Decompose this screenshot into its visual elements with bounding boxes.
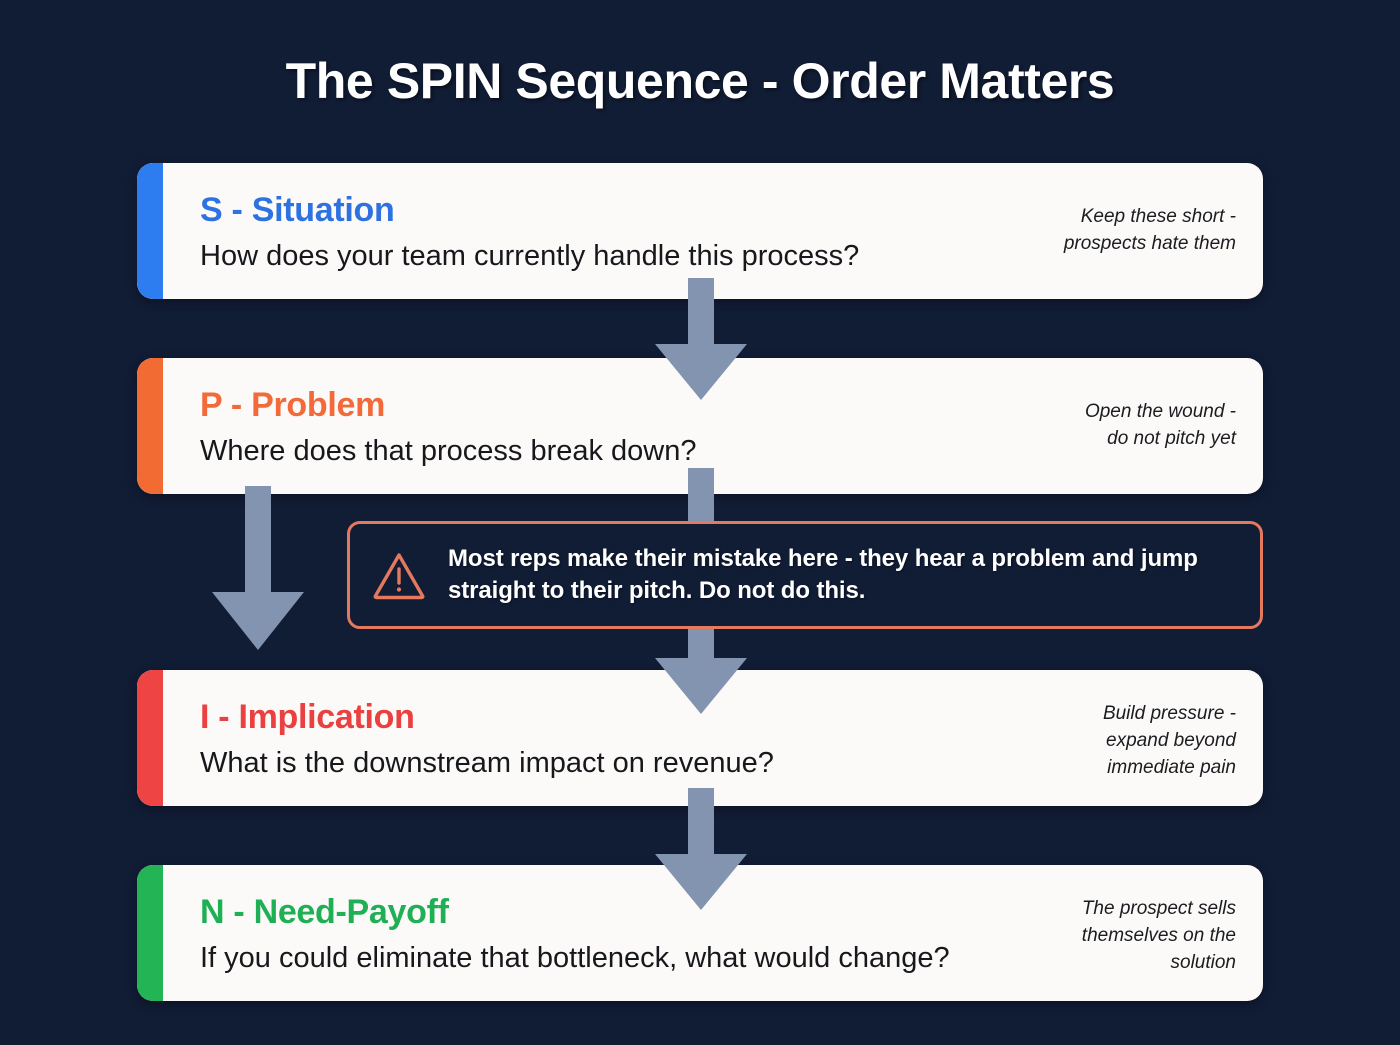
card-question-need-payoff: If you could eliminate that bottleneck, …	[200, 942, 950, 974]
arrow-problem-to-callout	[655, 468, 747, 528]
arrow-problem-to-implication-left	[212, 486, 304, 650]
accent-bar-implication	[137, 670, 163, 806]
card-body-need-payoff: N - Need-Payoff If you could eliminate t…	[200, 865, 1263, 1001]
card-heading-problem: P - Problem	[200, 386, 386, 424]
arrow-callout-to-implication	[655, 622, 747, 714]
card-question-problem: Where does that process break down?	[200, 435, 697, 467]
arrow-situation-to-problem	[655, 278, 747, 400]
card-heading-need-payoff: N - Need-Payoff	[200, 893, 449, 931]
card-body-situation: S - Situation How does your team current…	[200, 163, 1263, 299]
accent-bar-problem	[137, 358, 163, 494]
card-body-implication: I - Implication What is the downstream i…	[200, 670, 1263, 806]
warning-triangle-icon	[372, 550, 426, 600]
card-note-need-payoff: The prospect sells themselves on the sol…	[1081, 898, 1236, 973]
page-title: The SPIN Sequence - Order Matters	[285, 53, 1115, 109]
arrow-implication-to-needpayoff	[655, 788, 747, 910]
warning-callout: Most reps make their mistake here - they…	[347, 521, 1263, 629]
spin-card-situation[interactable]: S - Situation How does your team current…	[137, 163, 1263, 299]
warning-callout-text: Most reps make their mistake here - they…	[448, 545, 1198, 604]
card-note-problem: Open the wound - do not pitch yet	[1084, 401, 1236, 449]
spin-card-need-payoff[interactable]: N - Need-Payoff If you could eliminate t…	[137, 865, 1263, 1001]
card-note-situation: Keep these short - prospects hate them	[1063, 206, 1236, 254]
card-note-implication: Build pressure - expand beyond immediate…	[1102, 703, 1236, 778]
card-question-implication: What is the downstream impact on revenue…	[200, 747, 774, 779]
card-question-situation: How does your team currently handle this…	[200, 240, 860, 272]
card-body-problem: P - Problem Where does that process brea…	[200, 358, 1263, 494]
card-heading-implication: I - Implication	[200, 698, 415, 736]
accent-bar-situation	[137, 163, 163, 299]
accent-bar-need-payoff	[137, 865, 163, 1001]
card-heading-situation: S - Situation	[200, 191, 395, 229]
